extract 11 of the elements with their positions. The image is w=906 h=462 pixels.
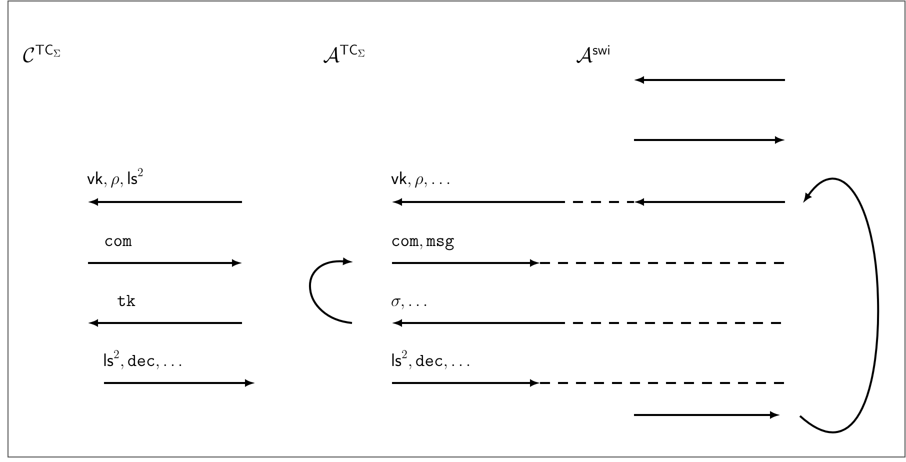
message-label: $\mathtt{tk}$ (117, 295, 136, 306)
message-label: $\mathtt{com}, \mathtt{msg}$ (392, 238, 454, 250)
message-label: $\mathsf{ls}^2, \mathtt{dec}, \ldots$ (104, 350, 182, 370)
message-label: $\mathtt{com}$ (105, 238, 132, 246)
message-label: $\mathsf{vk}, \rho, \ldots$ (391, 172, 450, 188)
message-label: $\sigma, \ldots$ (392, 298, 426, 310)
message-label: $\mathsf{vk}, \rho, \mathsf{ls}^2$ (87, 168, 143, 188)
party-name: $\mathcal{A}^{\mathsf{swi}}$ (576, 45, 610, 64)
message-label: $\mathsf{ls}^2, \mathtt{dec}, \ldots$ (392, 350, 470, 370)
party-name: $\mathcal{C}^{\mathsf{TC}_\Sigma}$ (23, 44, 60, 62)
party-name: $\mathcal{A}^{\mathsf{TC}_\Sigma}$ (324, 44, 364, 64)
